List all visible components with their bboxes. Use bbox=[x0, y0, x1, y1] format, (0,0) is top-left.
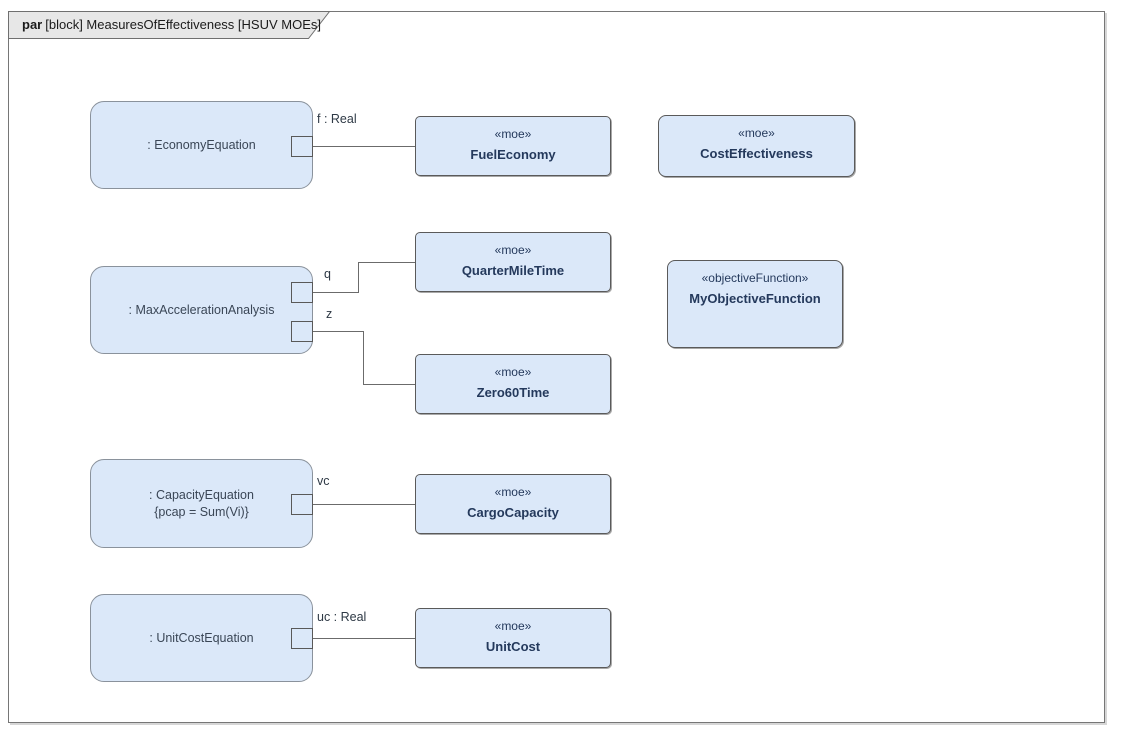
diagram-title: [block] MeasuresOfEffectiveness [HSUV MO… bbox=[45, 17, 321, 32]
port-vc[interactable] bbox=[291, 494, 313, 515]
moe-unit-cost[interactable]: «moe» UnitCost bbox=[415, 608, 611, 668]
stereotype-label: «moe» bbox=[494, 485, 532, 499]
connector-q[interactable] bbox=[313, 262, 415, 293]
moe-name: CostEffectiveness bbox=[700, 146, 813, 161]
moe-quarter-mile-time[interactable]: «moe» QuarterMileTime bbox=[415, 232, 611, 292]
stereotype-label: «objectiveFunction» bbox=[701, 271, 809, 285]
stereotype-label: «moe» bbox=[494, 619, 532, 633]
moe-name: UnitCost bbox=[485, 639, 541, 654]
diagram-tab: par[block] MeasuresOfEffectiveness [HSUV… bbox=[8, 11, 332, 39]
stereotype-label: «moe» bbox=[494, 365, 532, 379]
port-f[interactable] bbox=[291, 136, 313, 157]
diagram-kind-keyword: par bbox=[22, 17, 43, 32]
moe-cost-effectiveness[interactable]: «moe» CostEffectiveness bbox=[658, 115, 855, 177]
block-label: : UnitCostEquation bbox=[149, 630, 254, 645]
diagram-tab-shape bbox=[8, 11, 331, 39]
moe-name: CargoCapacity bbox=[467, 505, 559, 520]
block-label: : CapacityEquation bbox=[149, 487, 254, 502]
stereotype-label: «moe» bbox=[494, 127, 532, 141]
port-uc[interactable] bbox=[291, 628, 313, 649]
moe-zero60-time[interactable]: «moe» Zero60Time bbox=[415, 354, 611, 414]
block-label: : EconomyEquation bbox=[147, 137, 256, 152]
block-label: : MaxAccelerationAnalysis bbox=[128, 302, 275, 317]
objective-function-my-objective-function[interactable]: «objectiveFunction» MyObjectiveFunction bbox=[667, 260, 843, 348]
moe-cargo-capacity[interactable]: «moe» CargoCapacity bbox=[415, 474, 611, 534]
connector-label-vc: vc bbox=[317, 474, 330, 488]
connector-label-q: q bbox=[324, 267, 331, 281]
block-capacity-equation[interactable]: : CapacityEquation {pcap = Sum(Vi)} bbox=[90, 459, 313, 548]
moe-name: QuarterMileTime bbox=[461, 263, 565, 278]
block-unit-cost-equation[interactable]: : UnitCostEquation bbox=[90, 594, 313, 682]
stereotype-label: «moe» bbox=[494, 243, 532, 257]
block-economy-equation[interactable]: : EconomyEquation bbox=[90, 101, 313, 189]
connector-label-z: z bbox=[326, 307, 333, 321]
moe-name: Zero60Time bbox=[476, 385, 550, 400]
connector-z[interactable] bbox=[313, 331, 415, 385]
port-q[interactable] bbox=[291, 282, 313, 303]
stereotype-label: «moe» bbox=[738, 126, 775, 140]
port-z[interactable] bbox=[291, 321, 313, 342]
connector-label-f: f : Real bbox=[317, 112, 357, 126]
moe-name: FuelEconomy bbox=[470, 147, 556, 162]
diagram-tab-label: par[block] MeasuresOfEffectiveness [HSUV… bbox=[22, 11, 321, 39]
block-constraint-expression: {pcap = Sum(Vi)} bbox=[154, 504, 249, 519]
moe-fuel-economy[interactable]: «moe» FuelEconomy bbox=[415, 116, 611, 176]
block-max-acceleration-analysis[interactable]: : MaxAccelerationAnalysis bbox=[90, 266, 313, 354]
moe-name: MyObjectiveFunction bbox=[689, 291, 821, 306]
connector-label-uc: uc : Real bbox=[317, 610, 367, 624]
